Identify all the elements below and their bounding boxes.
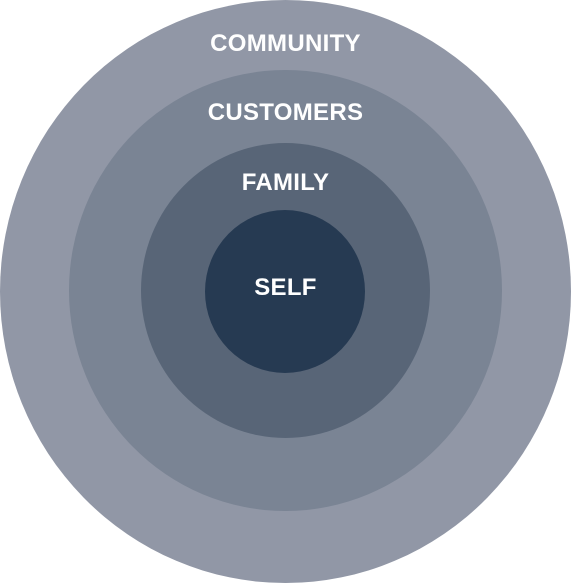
self-ring (205, 210, 365, 373)
self-label: SELF (254, 274, 317, 301)
customers-label: CUSTOMERS (207, 99, 364, 126)
community-label: COMMUNITY (210, 30, 361, 57)
family-label: FAMILY (241, 169, 330, 196)
